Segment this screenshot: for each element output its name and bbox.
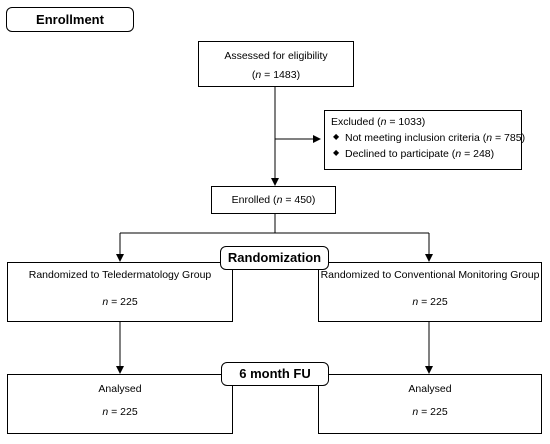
right-group-box: Randomized to Conventional Monitoring Gr… bbox=[318, 262, 542, 322]
right-analysed-count: n = 225 bbox=[319, 406, 541, 419]
diamond-bullet-icon: ◆ bbox=[333, 148, 340, 158]
right-group-n-value: = 225 bbox=[418, 295, 448, 308]
left-analysed-n-value: = 225 bbox=[108, 405, 138, 418]
excluded-reasons-list: ◆Not meeting inclusion criteria (n = 785… bbox=[331, 131, 525, 161]
n-symbol: n bbox=[276, 194, 283, 206]
randomization-header: Randomization bbox=[220, 246, 329, 270]
right-analysed-box: Analysed n = 225 bbox=[318, 374, 542, 434]
assessed-label: Assessed for eligibility bbox=[224, 50, 328, 62]
n-symbol: n bbox=[102, 295, 109, 308]
left-group-label: Randomized to Teledermatology Group bbox=[28, 269, 212, 281]
left-group-count: n = 225 bbox=[8, 296, 232, 309]
n-symbol: n bbox=[455, 148, 462, 161]
excluded-box: Excluded (n = 1033) ◆Not meeting inclusi… bbox=[324, 110, 525, 170]
excluded-reason-item: ◆ Declined to participate (n = 248) bbox=[331, 148, 515, 161]
left-analysed-count: n = 225 bbox=[8, 406, 232, 419]
diamond-bullet-icon: ◆ bbox=[333, 131, 340, 141]
assessed-count: (n = 1483) bbox=[251, 68, 301, 81]
excluded-reason-text: Not meeting inclusion criteria ( bbox=[345, 131, 487, 144]
followup-header: 6 month FU bbox=[221, 362, 329, 386]
excluded-reason-n-value: = 248) bbox=[461, 148, 495, 161]
enrollment-label: Enrollment bbox=[36, 12, 104, 27]
enrolled-box: Enrolled (n = 450) bbox=[211, 186, 336, 214]
excluded-label: Excluded ( bbox=[331, 116, 381, 128]
right-group-count: n = 225 bbox=[319, 296, 541, 309]
right-analysed-n-value: = 225 bbox=[418, 405, 448, 418]
enrolled-label: Enrolled ( bbox=[231, 194, 277, 206]
right-group-label: Randomized to Conventional Monitoring Gr… bbox=[320, 269, 540, 281]
right-analysed-label: Analysed bbox=[408, 383, 452, 395]
excluded-reason-item: ◆ Not meeting inclusion criteria (n = 785… bbox=[331, 131, 525, 145]
excluded-count: Excluded (n = 1033) bbox=[331, 116, 515, 129]
left-group-box: Randomized to Teledermatology Group n = … bbox=[7, 262, 233, 322]
left-analysed-box: Analysed n = 225 bbox=[7, 374, 233, 434]
n-symbol: n bbox=[255, 68, 262, 81]
n-symbol: n bbox=[412, 295, 419, 308]
left-group-n-value: = 225 bbox=[108, 295, 138, 308]
n-symbol: n bbox=[102, 405, 109, 418]
enrollment-header: Enrollment bbox=[6, 7, 134, 32]
n-symbol: n bbox=[412, 405, 419, 418]
excluded-n-value: = 1033) bbox=[386, 116, 426, 128]
left-analysed-label: Analysed bbox=[98, 383, 142, 395]
assessed-n-value: = 1483 bbox=[261, 68, 297, 81]
randomization-label: Randomization bbox=[227, 250, 322, 265]
n-symbol: n bbox=[380, 116, 387, 128]
n-symbol: n bbox=[486, 131, 493, 144]
enrolled-n-value: = 450) bbox=[282, 194, 316, 206]
excluded-reason-text: Declined to participate ( bbox=[345, 148, 456, 161]
assessed-box: Assessed for eligibility (n = 1483) bbox=[198, 41, 354, 87]
excluded-reason-n-value: = 785) bbox=[492, 131, 526, 144]
followup-label: 6 month FU bbox=[239, 366, 311, 381]
